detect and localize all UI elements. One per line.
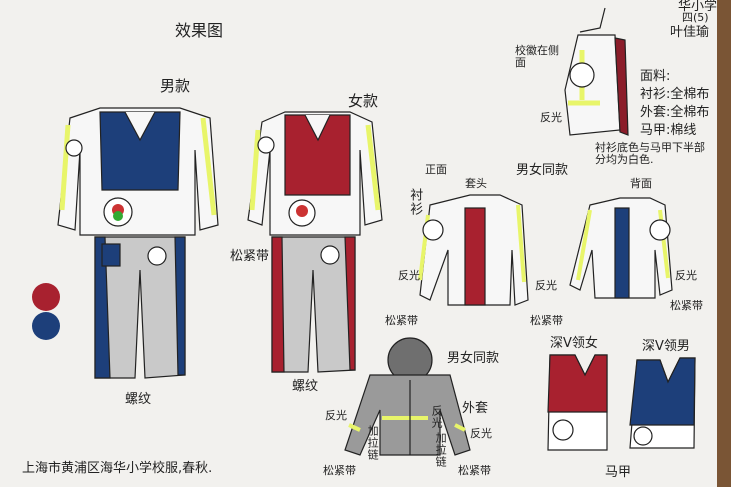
jacket-cuff-right: 松紧带 [458, 464, 491, 477]
author-name: 叶佳瑜 [670, 25, 710, 40]
girls-label: 女款 [348, 92, 379, 110]
girls-rib-label: 螺纹 [292, 379, 319, 394]
jacket-reflect-band: 反光 [430, 405, 444, 429]
shirt-reflect-right: 反光 [675, 269, 697, 282]
boys-label: 男款 [160, 77, 191, 95]
boys-top [57, 107, 219, 236]
page-title: 效果图 [175, 21, 224, 40]
shirt-front-label: 正面 [425, 163, 447, 176]
shirt-placket-label: 套头 [465, 177, 487, 190]
materials-coat: 外套:全棉布 [640, 105, 710, 120]
materials-note: 衬衫底色与马甲下半部分均为白色. [595, 141, 705, 167]
side-view [564, 7, 629, 136]
author-class: 四(5) [682, 11, 709, 24]
waist-label: 松紧带 [230, 249, 270, 264]
materials-heading: 面料: [640, 69, 671, 84]
shirt-cuff-right: 松紧带 [670, 299, 703, 312]
vest-boys-label: 深V领男 [642, 339, 690, 354]
jacket-cuff-left: 松紧带 [323, 464, 356, 477]
shirt-unisex-label: 男女同款 [516, 163, 569, 178]
shirt-label: 衬衫 [407, 188, 423, 216]
shirt-reflect-mid: 反光 [535, 279, 557, 292]
jacket-zipper-left: 加拉链 [366, 425, 380, 461]
photo-edge [717, 0, 731, 487]
materials-shirt: 衬衫:全棉布 [640, 87, 710, 102]
shirt-back-label: 背面 [630, 177, 652, 190]
shirt-back [569, 197, 673, 299]
girls-pants [271, 236, 356, 373]
girls-top [247, 111, 383, 236]
vest-label: 马甲 [605, 465, 632, 480]
side-reflect-label: 反光 [540, 111, 562, 124]
color-swatch-blue [32, 312, 60, 340]
badge-note: 校徽在侧面 [515, 44, 559, 70]
shirt-front [418, 194, 529, 306]
materials-vest: 马甲:棉线 [640, 123, 697, 138]
jacket-label: 外套 [462, 401, 489, 416]
jacket [344, 337, 471, 456]
jacket-unisex-label: 男女同款 [447, 351, 500, 366]
author-school: 华小学 [678, 0, 718, 14]
shirt-reflect-left: 反光 [398, 269, 420, 282]
boys-pants [94, 236, 186, 379]
vest-girls-label: 深V领女 [550, 336, 598, 351]
jacket-reflect-right: 反光 [470, 427, 492, 440]
jacket-zipper-right: 加拉链 [434, 432, 448, 468]
jacket-reflect-left: 反光 [325, 409, 347, 422]
color-swatch-red [32, 283, 60, 311]
vest-girls [547, 354, 608, 451]
vest-boys [629, 357, 696, 449]
shirt-cuff-mid: 松紧带 [530, 314, 563, 327]
shirt-cuff-left: 松紧带 [385, 314, 418, 327]
boys-rib-label: 螺纹 [125, 392, 152, 407]
caption: 上海市黄浦区海华小学校服,春秋. [22, 461, 213, 476]
